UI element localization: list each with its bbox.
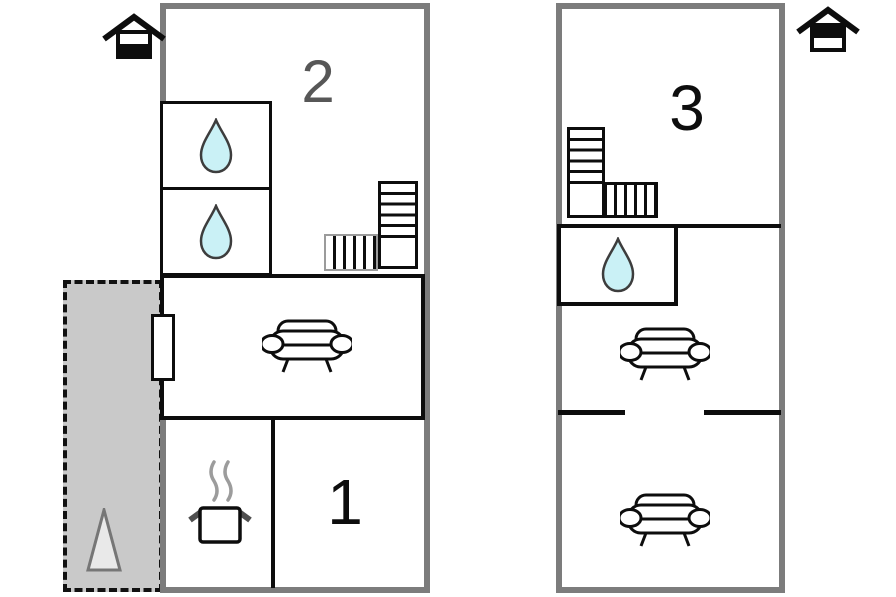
bathroom-lower xyxy=(160,187,272,276)
room-3-label: 3 xyxy=(669,72,705,144)
water-drop-icon xyxy=(199,203,233,259)
living-room xyxy=(160,274,425,420)
stairs-icon xyxy=(567,127,605,218)
kitchen-divider-wall xyxy=(271,419,275,588)
terrace-triangle-icon xyxy=(86,508,122,572)
bathroom-right xyxy=(557,224,678,306)
house-ground-floor-icon xyxy=(102,13,166,59)
house-upper-floor-icon xyxy=(796,6,860,52)
sofa-icon xyxy=(620,493,710,547)
partial-wall-right-segment xyxy=(704,410,781,415)
room-1-label: 1 xyxy=(327,466,363,538)
cooking-pot-icon xyxy=(188,460,252,544)
stairs-icon xyxy=(378,181,418,269)
terrace-area xyxy=(63,280,163,592)
sofa-icon xyxy=(262,319,352,373)
partial-wall-left-segment xyxy=(558,410,625,415)
sofa-icon xyxy=(620,327,710,381)
stairs-icon xyxy=(604,182,658,218)
bathroom-upper xyxy=(160,101,272,190)
water-drop-icon xyxy=(199,117,233,173)
window-door xyxy=(151,314,175,381)
room-2-label: 2 xyxy=(301,48,335,115)
water-drop-icon xyxy=(601,237,634,293)
stairs-icon xyxy=(324,234,378,271)
